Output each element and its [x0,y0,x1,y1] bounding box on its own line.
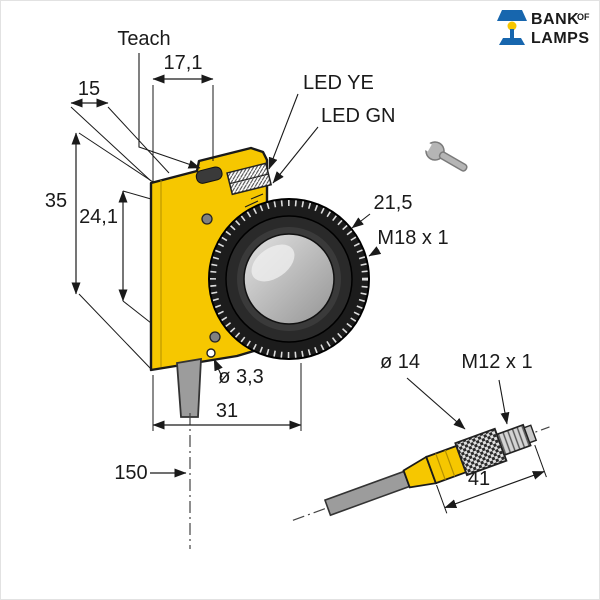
mounting-hole [206,348,216,358]
m18-thread-ticks [244,193,264,208]
screw-bottom [209,331,221,343]
label-dim-31: 31 [216,400,238,422]
label-dim-35: 35 [45,190,67,212]
sensor-housing [149,146,370,549]
dimline-41 [444,470,545,509]
label-dim-150: 150 [114,462,147,484]
label-dia-3-3: ø 3,3 [218,366,264,388]
labels-right: LED YE LED GN 21,5 M18 x 1 [268,72,468,257]
wrench-icon [419,139,468,172]
label-teach: Teach [117,28,170,50]
m12-leader [498,379,510,425]
label-dim-41: 41 [468,468,490,490]
lens-highlight [251,244,295,282]
label-led-ye: LED YE [303,72,374,94]
screw-top [201,213,213,225]
m12-connector: ø 14 M12 x 1 41 [292,351,550,521]
lens-bezel [208,198,370,360]
label-led-gn: LED GN [321,105,395,127]
label-dia-14: ø 14 [380,351,420,373]
logo-text-bank: BANK [531,11,579,28]
teach-leader [138,53,201,169]
label-dim-21-5: 21,5 [374,192,413,214]
logo-text-of: OF [577,12,590,22]
connector-cable [323,470,411,517]
sensor-cable [176,357,202,418]
label-dim-15: 15 [78,78,100,100]
led-gn-leader [272,126,319,184]
dimensions-bottom: ø 3,3 31 150 [114,358,302,484]
dia-3-3-leader [213,358,223,378]
logo-text-lamps: LAMPS [531,30,590,47]
dia-14-leader [406,377,466,430]
label-thread-m12: M12 x 1 [461,351,532,373]
led-window [226,162,273,196]
dimensions-left: Teach 17,1 15 35 24,1 [45,28,214,370]
connector-tip [523,424,538,444]
knurl-teeth [210,200,368,358]
logo: BANK OF LAMPS [497,10,590,47]
m18-leader [368,246,382,257]
label-dim-17-1: 17,1 [164,52,203,74]
label-thread-m18: M18 x 1 [377,227,448,249]
label-dim-24-1: 24,1 [79,206,118,228]
teach-button [195,166,223,184]
lamp-icon [497,10,527,45]
dim-21-5-leader [351,213,371,229]
led-ye-leader [268,93,299,170]
